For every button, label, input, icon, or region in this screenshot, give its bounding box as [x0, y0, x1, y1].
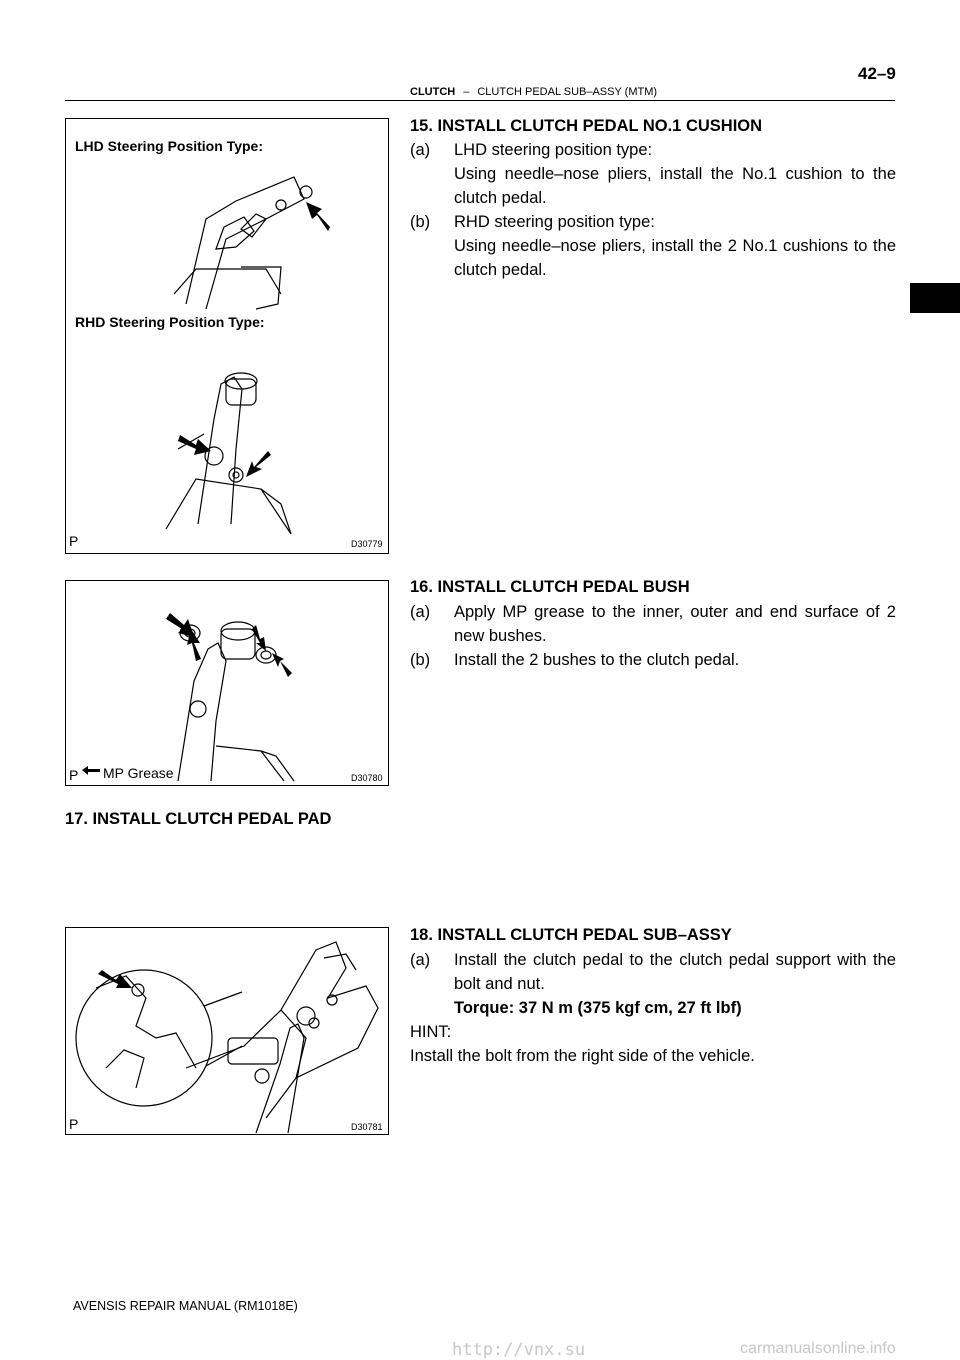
figure-p-mark: P	[69, 1116, 79, 1132]
page-number: 42–9	[858, 64, 896, 83]
watermark-url-left[interactable]: http://vnx.su	[452, 1340, 586, 1360]
step-15a: (a) LHD steering position type:	[410, 138, 900, 186]
subsection-name: CLUTCH PEDAL SUB–ASSY (MTM)	[477, 86, 658, 98]
figure-p-mark: P	[69, 533, 79, 549]
step-15-title: 15. INSTALL CLUTCH PEDAL NO.1 CUSHION	[410, 117, 763, 135]
header-dash: –	[463, 86, 470, 98]
figure-code: D30780	[351, 773, 383, 783]
section-tab-marker	[910, 283, 960, 313]
step-15a-line2: Using needle–nose pliers, install the No…	[454, 165, 896, 207]
section-name: CLUTCH	[410, 86, 456, 98]
figure-code: D30779	[351, 539, 383, 549]
step-18a-mark: (a)	[410, 951, 431, 969]
header-rule	[65, 100, 895, 101]
step-15a-mark: (a)	[410, 141, 431, 159]
step-16a: (a) Apply MP grease to the inner, outer …	[410, 600, 906, 648]
step-16b: (b) Install the 2 bushes to the clutch p…	[410, 648, 900, 672]
figure-cushion: LHD Steering Position Type: RHD Steering…	[65, 118, 389, 554]
watermark-url-right[interactable]: carmanualsonline.info	[740, 1340, 896, 1357]
figure-bush: P MP Grease D30780	[65, 580, 389, 786]
step-16a-text: Apply MP grease to the inner, outer and …	[454, 603, 896, 645]
bush-illustration	[82, 613, 295, 782]
step-15b-line1: RHD steering position type:	[454, 213, 655, 231]
cushion-illustration	[165, 176, 330, 535]
step-16a-mark: (a)	[410, 603, 431, 621]
step-17-title: 17. INSTALL CLUTCH PEDAL PAD	[65, 810, 332, 828]
mp-grease-legend: MP Grease	[103, 765, 174, 781]
manual-footer: AVENSIS REPAIR MANUAL (RM1018E)	[73, 1299, 298, 1313]
hint-label: HINT:	[410, 1023, 452, 1041]
step-15a-line1: LHD steering position type:	[454, 141, 653, 159]
step-18-title: 18. INSTALL CLUTCH PEDAL SUB–ASSY	[410, 926, 732, 944]
step-16b-text: Install the 2 bushes to the clutch pedal…	[454, 651, 740, 669]
figure-p-mark: P	[69, 767, 79, 783]
lhd-label: LHD Steering Position Type:	[75, 138, 263, 154]
step-18a-text: Install the clutch pedal to the clutch p…	[454, 951, 896, 993]
step-15b-line2: Using needle–nose pliers, install the 2 …	[454, 237, 896, 279]
pedal-subassy-illustration	[75, 941, 379, 1134]
step-18a: (a) Install the clutch pedal to the clut…	[410, 948, 906, 996]
step-15b: (b) RHD steering position type:	[410, 210, 900, 234]
hint-text: Install the bolt from the right side of …	[410, 1047, 755, 1065]
rhd-label: RHD Steering Position Type:	[75, 314, 265, 330]
figure-code: D30781	[351, 1122, 383, 1132]
figure-pedal-subassy: P D30781	[65, 927, 389, 1135]
torque-spec: Torque: 37 N m (375 kgf cm, 27 ft lbf)	[454, 999, 742, 1017]
step-16b-mark: (b)	[410, 651, 431, 669]
step-15b-mark: (b)	[410, 213, 431, 231]
step-16-title: 16. INSTALL CLUTCH PEDAL BUSH	[410, 578, 690, 596]
section-header: CLUTCH–CLUTCH PEDAL SUB–ASSY (MTM)	[410, 86, 657, 98]
